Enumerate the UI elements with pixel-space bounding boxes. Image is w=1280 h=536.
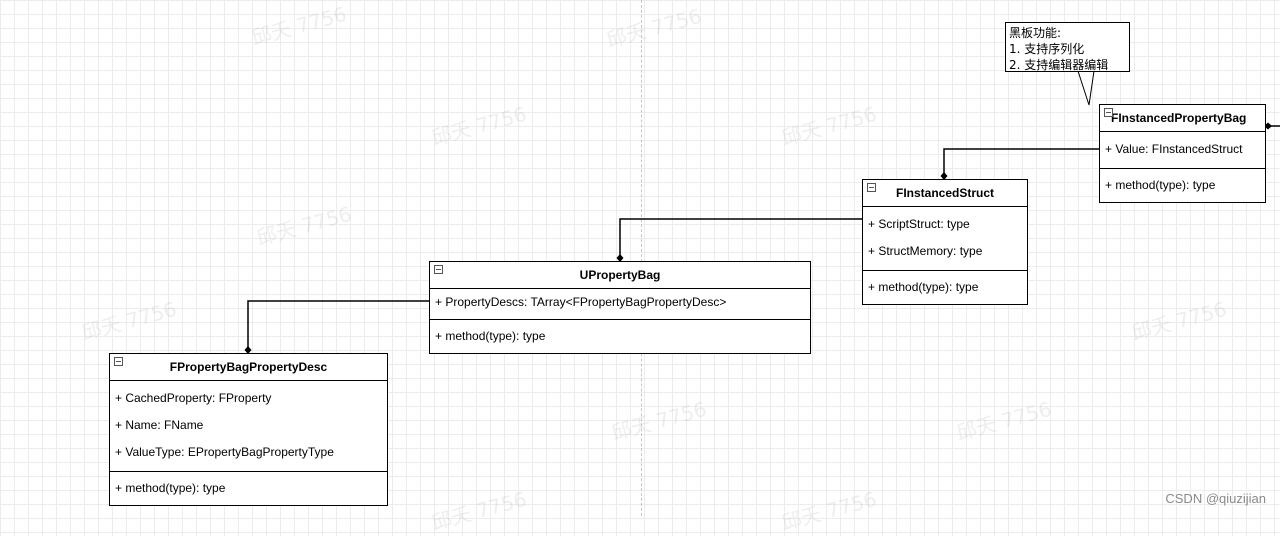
class-header: FInstancedPropertyBag [1100, 105, 1265, 132]
class-methods: + method(type): type [863, 271, 1027, 304]
class-upropertybag[interactable]: UPropertyBag + PropertyDescs: TArray<FPr… [429, 261, 811, 354]
callout-line: 1. 支持序列化 [1009, 42, 1085, 56]
class-header: FInstancedStruct [863, 180, 1027, 207]
class-header: FPropertyBagPropertyDesc [110, 354, 387, 381]
composition-diamond [244, 346, 252, 354]
class-name: UPropertyBag [579, 268, 661, 282]
class-name: FInstancedStruct [895, 186, 994, 200]
class-methods: + method(type): type [430, 320, 810, 353]
method-row: + method(type): type [435, 329, 546, 343]
class-methods: + method(type): type [110, 472, 387, 505]
class-fields: + PropertyDescs: TArray<FPropertyBagProp… [430, 289, 810, 320]
method-row: + method(type): type [115, 481, 226, 495]
class-finstancedpropertybag[interactable]: FInstancedPropertyBag + Value: FInstance… [1099, 104, 1266, 203]
collapse-icon[interactable] [434, 265, 443, 274]
composition-diamond [1264, 122, 1272, 130]
callout-note: 黑板功能: 1. 支持序列化 2. 支持编辑器编辑 [1005, 22, 1130, 72]
collapse-icon[interactable] [114, 357, 123, 366]
class-fields: + CachedProperty: FProperty + Name: FNam… [110, 381, 387, 472]
field-row: + ValueType: EPropertyBagPropertyType [115, 445, 334, 459]
connector-bag-to-struct [943, 148, 1100, 176]
composition-diamond [616, 254, 624, 262]
class-finstancedstruct[interactable]: FInstancedStruct + ScriptStruct: type + … [862, 179, 1028, 305]
field-row: + CachedProperty: FProperty [115, 391, 272, 405]
callout-pointer [1077, 70, 1095, 106]
method-row: + method(type): type [1105, 178, 1216, 192]
class-methods: + method(type): type [1100, 169, 1265, 202]
field-row: + StructMemory: type [868, 244, 983, 258]
method-row: + method(type): type [868, 280, 979, 294]
field-row: + Name: FName [115, 418, 204, 432]
connector-ubag-to-desc [247, 300, 429, 350]
class-fields: + ScriptStruct: type + StructMemory: typ… [863, 207, 1027, 271]
field-row: + PropertyDescs: TArray<FPropertyBagProp… [435, 295, 727, 309]
class-fpropertybagpropertydesc[interactable]: FPropertyBagPropertyDesc + CachedPropert… [109, 353, 388, 506]
callout-line: 2. 支持编辑器编辑 [1009, 58, 1109, 72]
connector-struct-to-ubag [619, 218, 862, 258]
credit-text: CSDN @qiuzijian [1165, 491, 1266, 506]
composition-diamond [940, 172, 948, 180]
field-row: + ScriptStruct: type [868, 217, 970, 231]
field-row: + Value: FInstancedStruct [1105, 142, 1243, 156]
class-name: FInstancedPropertyBag [1111, 111, 1247, 125]
class-name: FPropertyBagPropertyDesc [169, 360, 328, 374]
collapse-icon[interactable] [1104, 108, 1113, 117]
connectors [244, 70, 1280, 354]
callout-line: 黑板功能: [1009, 26, 1062, 40]
page-divider [641, 0, 642, 516]
class-fields: + Value: FInstancedStruct [1100, 132, 1265, 169]
collapse-icon[interactable] [867, 183, 876, 192]
class-header: UPropertyBag [430, 262, 810, 289]
